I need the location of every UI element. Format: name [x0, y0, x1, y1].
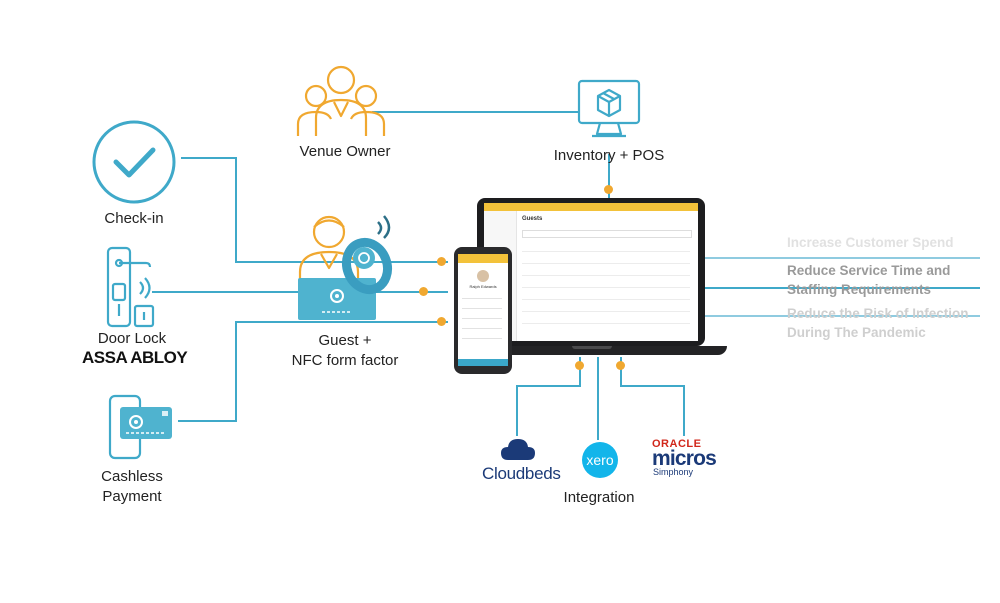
connector-dot-int-left [575, 361, 584, 370]
cloudbeds-logo: Cloudbeds [482, 464, 561, 483]
connector-dot-inventory [604, 185, 613, 194]
simphony-label: Simphony [653, 467, 694, 477]
inventory-pos-label: Inventory + POS [553, 147, 665, 164]
cashless-payment-label: Cashless Payment [80, 467, 184, 507]
phone-screen: Ralph Edwards [458, 254, 508, 366]
benefit-line: During The Pandemic [787, 325, 926, 340]
cashless-line1: Cashless [101, 468, 163, 485]
screen-header-bar [484, 203, 698, 211]
connector-dot-checkin [437, 257, 446, 266]
guest-wristband-icon [298, 215, 393, 320]
phone-row [462, 298, 502, 299]
phone-row [462, 328, 502, 329]
benefit-reduce-infection: Reduce the Risk of Infection During The … [787, 304, 969, 342]
check-in-label: Check-in [104, 210, 164, 227]
connector-dot-int-right [616, 361, 625, 370]
connector-dot-doorlock [419, 287, 428, 296]
screen-title: Guests [522, 216, 543, 222]
phone-header-bar [458, 254, 508, 263]
cashless-line2: Payment [102, 488, 162, 505]
laptop-screen: Guests [484, 203, 698, 341]
benefit-line: Reduce Service Time and [787, 263, 951, 278]
card-phone-icon [108, 394, 172, 460]
door-lock-icon [106, 246, 155, 328]
phone-row [462, 318, 502, 319]
benefit-line: Staffing Requirements [787, 282, 932, 297]
laptop-base [455, 346, 727, 355]
screen-row [522, 323, 690, 324]
screen-search-field [522, 230, 692, 238]
door-lock-label: Door Lock [97, 330, 167, 347]
people-group-icon [296, 65, 386, 136]
screen-row [522, 263, 690, 264]
guest-nfc-label: Guest + NFC form factor [276, 331, 414, 371]
monitor-box-icon [577, 79, 641, 138]
phone-row [462, 308, 502, 309]
benefit-increase-spend: Increase Customer Spend [787, 233, 954, 252]
micros-logo: micros [652, 447, 717, 470]
xero-logo: xero [582, 442, 618, 478]
phone-action-bar [458, 359, 508, 366]
screen-row [522, 311, 690, 312]
oracle-logo: ORACLE [652, 438, 702, 450]
laptop-notch [572, 346, 612, 349]
connector-dot-cashless [437, 317, 446, 326]
screen-row [522, 299, 690, 300]
screen-row [522, 287, 690, 288]
cloud-icon [501, 439, 535, 460]
phone-guest-name: Ralph Edwards [469, 284, 497, 289]
integration-label: Integration [563, 489, 635, 506]
guest-line1: Guest + [318, 332, 372, 349]
guest-line2: NFC form factor [291, 352, 399, 369]
venue-owner-label: Venue Owner [299, 143, 391, 160]
avatar [477, 270, 489, 282]
assa-abloy-logo: ASSA ABLOY [82, 348, 188, 367]
phone-row [462, 338, 502, 339]
benefit-line: Increase Customer Spend [787, 235, 954, 250]
benefit-reduce-service-time: Reduce Service Time and Staffing Require… [787, 261, 950, 299]
benefit-line: Reduce the Risk of Infection [787, 306, 969, 321]
checkmark-circle-icon [92, 120, 176, 204]
screen-row [522, 251, 690, 252]
screen-row [522, 275, 690, 276]
